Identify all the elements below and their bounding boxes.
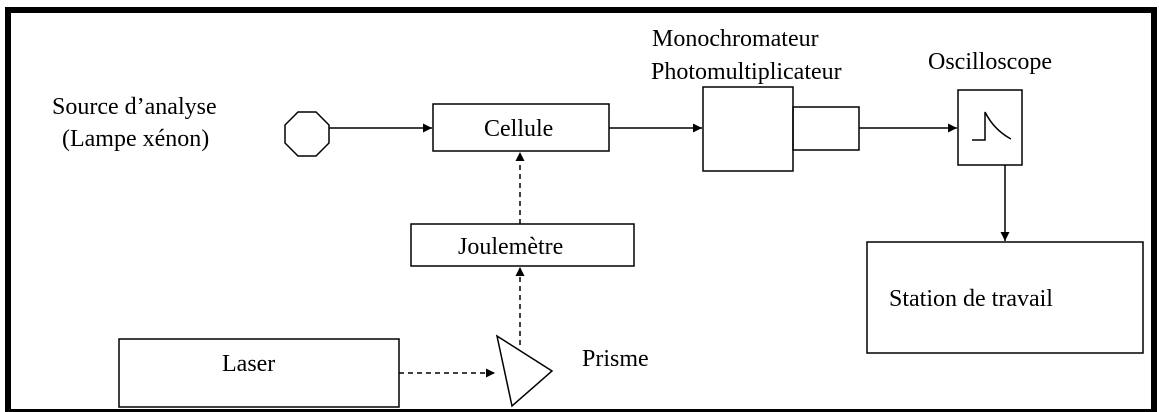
oscilloscope-label: Oscilloscope [928,49,1052,75]
photomultiplicateur-label: Photomultiplicateur [651,59,842,85]
oscilloscope-signal-trace [972,111,1012,141]
station-box [866,241,1144,354]
source-lamp-octagon [284,111,330,157]
photomultiplicateur-box [792,106,860,151]
source-label-line2: (Lampe xénon) [62,126,210,152]
source-label-line1: Source d’analyse [52,94,217,120]
laser-label: Laser [222,351,276,377]
outer-frame [5,7,1157,412]
cellule-label: Cellule [484,116,554,142]
joulemetre-label: Joulemètre [458,234,564,260]
joulemetre-box [410,223,635,267]
monochromateur-label: Monochromateur [652,26,819,52]
prisme-label: Prisme [582,346,649,372]
prisme-triangle [495,334,554,408]
monochromateur-box [702,86,794,172]
station-label: Station de travail [889,286,1053,312]
oscilloscope-box [957,89,1023,166]
